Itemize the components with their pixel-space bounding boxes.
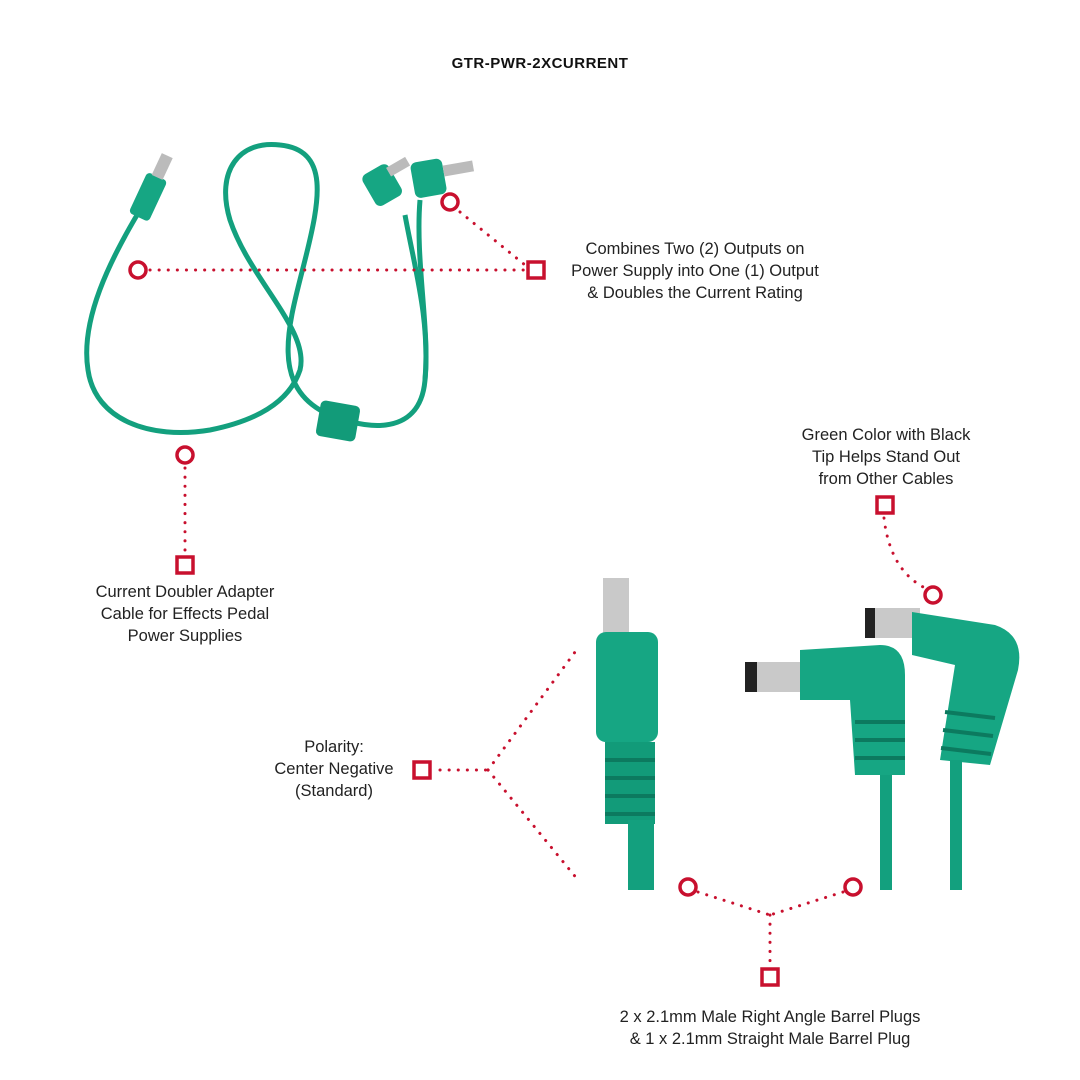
callout-line: Center Negative xyxy=(274,760,394,778)
marker-circle xyxy=(440,192,460,212)
marker-circle xyxy=(128,260,148,280)
callout-current-doubler: Current Doubler Adapter Cable for Effect… xyxy=(96,581,275,647)
plug-closeup-image xyxy=(596,578,1020,890)
marker-square xyxy=(175,555,195,575)
marker-square xyxy=(526,260,546,280)
marker-square xyxy=(875,495,895,515)
callout-barrel-plugs: 2 x 2.1mm Male Right Angle Barrel Plugs … xyxy=(620,1006,921,1050)
callout-markers xyxy=(128,192,943,987)
callout-line: (Standard) xyxy=(295,782,373,800)
callout-polarity: Polarity: Center Negative (Standard) xyxy=(274,736,393,802)
callout-line: & Doubles the Current Rating xyxy=(587,284,803,302)
marker-circle xyxy=(175,445,195,465)
callout-line: Power Supplies xyxy=(127,627,243,645)
callout-green-color: Green Color with Black Tip Helps Stand O… xyxy=(802,424,971,490)
callout-line: Combines Two (2) Outputs on xyxy=(585,240,805,258)
marker-square xyxy=(412,760,432,780)
callout-combines-outputs: Combines Two (2) Outputs on Power Supply… xyxy=(571,238,819,304)
marker-circle xyxy=(923,585,943,605)
callout-line: Power Supply into One (1) Output xyxy=(571,262,819,280)
marker-circle xyxy=(843,877,863,897)
callout-dotted-lines xyxy=(148,210,927,969)
marker-square xyxy=(760,967,780,987)
marker-circle xyxy=(678,877,698,897)
callout-line: Current Doubler Adapter xyxy=(95,583,275,601)
callout-line: Tip Helps Stand Out xyxy=(812,448,960,466)
callout-line: & 1 x 2.1mm Straight Male Barrel Plug xyxy=(629,1030,911,1048)
callout-line: 2 x 2.1mm Male Right Angle Barrel Plugs xyxy=(619,1008,921,1026)
full-cable-image xyxy=(84,141,475,442)
callout-line: from Other Cables xyxy=(818,470,954,488)
callout-line: Green Color with Black xyxy=(801,426,971,444)
product-title: GTR-PWR-2XCURRENT xyxy=(451,55,629,72)
callout-line: Cable for Effects Pedal xyxy=(100,605,270,623)
callout-line: Polarity: xyxy=(304,738,364,756)
